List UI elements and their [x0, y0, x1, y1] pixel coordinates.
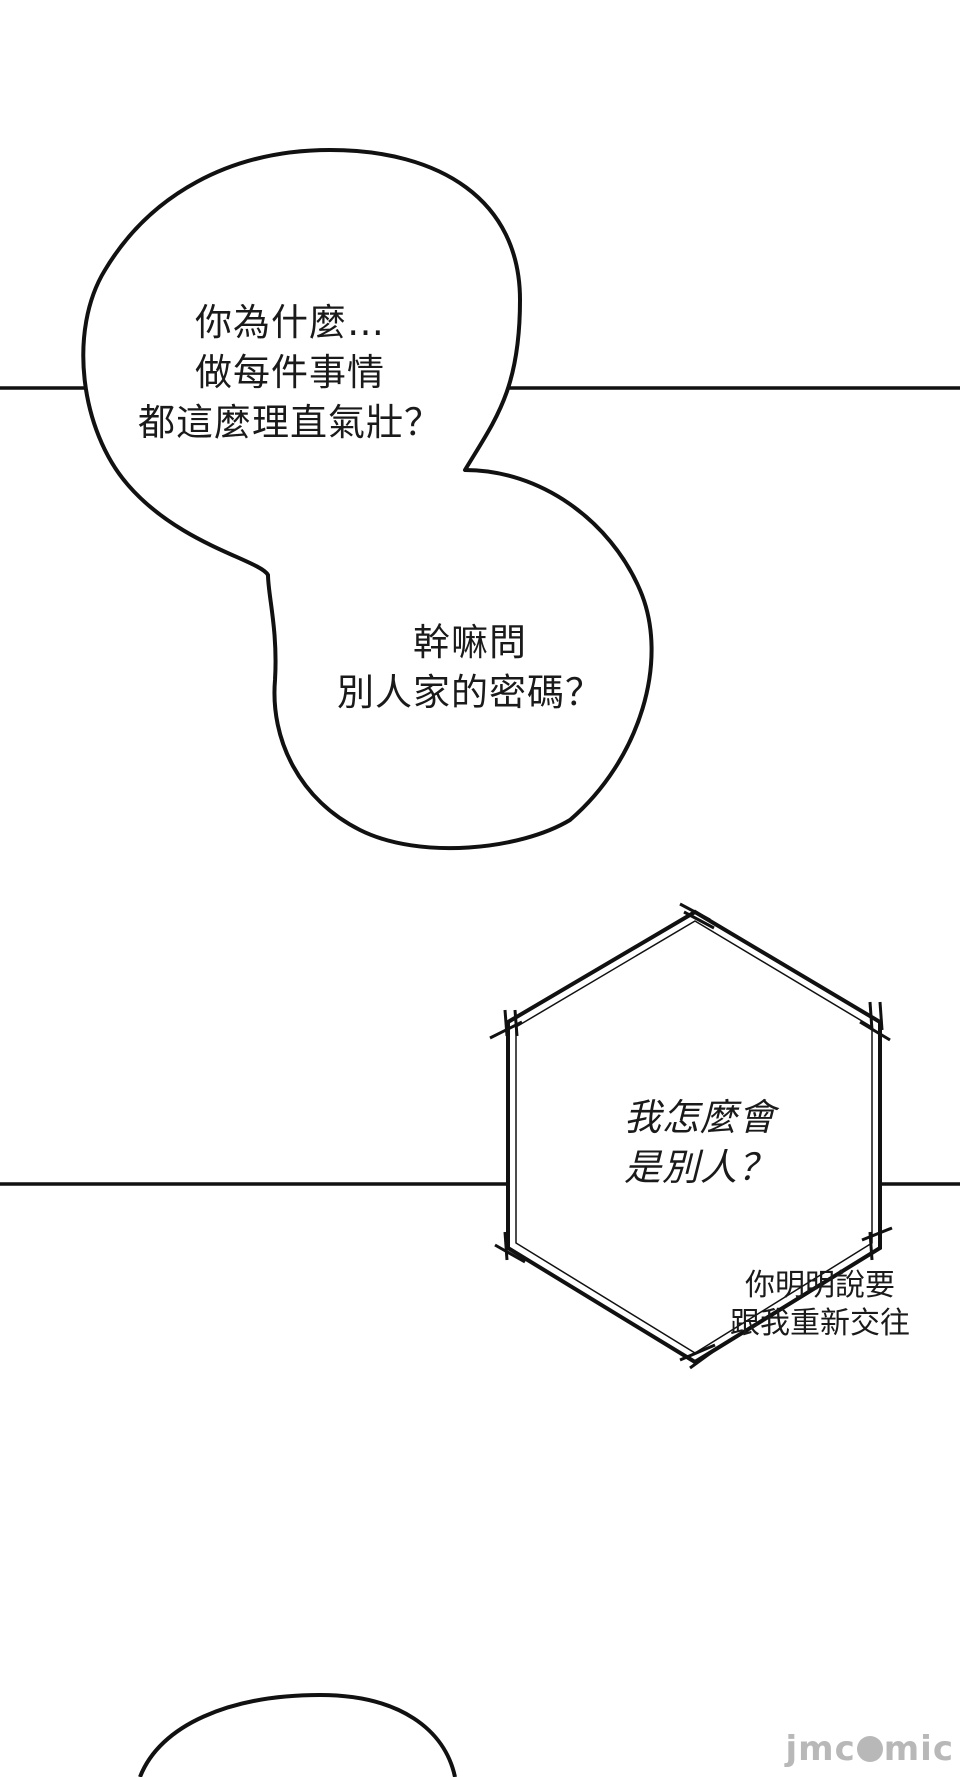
watermark-text-before: jmc — [785, 1729, 856, 1769]
bubble-2-line: 別人家的密碼？ — [337, 670, 603, 714]
speech-bubble-1-text: 你為什麼… 做每件事情 都這麼理直氣壯？ — [110, 298, 470, 448]
bubble-1-line: 都這麼理直氣壯？ — [138, 400, 442, 444]
aside-line: 跟我重新交往 — [730, 1305, 910, 1341]
speech-bubble-partial-bottom — [138, 1692, 457, 1777]
watermark-text-after: mic — [883, 1729, 954, 1769]
speech-bubble-2-text: 幹嘛問 別人家的密碼？ — [300, 618, 640, 718]
hexagon-bubble-text: 我怎麼會 是別人？ — [600, 1093, 800, 1193]
aside-line: 你明明說要 — [745, 1268, 895, 1303]
hexagon-line: 我怎麼會 — [624, 1096, 776, 1139]
bubble-1-line: 做每件事情 — [195, 350, 385, 394]
hexagon-line: 是別人？ — [624, 1145, 776, 1189]
bubble-1-line: 你為什麼… — [195, 301, 385, 344]
aside-caption-text: 你明明說要 跟我重新交往 — [700, 1267, 940, 1342]
watermark-logo-icon — [856, 1735, 883, 1762]
speech-bubble-cloud — [81, 148, 654, 851]
bubble-2-line: 幹嘛問 — [413, 621, 527, 664]
hexagon-corner-ticks — [489, 902, 893, 1370]
